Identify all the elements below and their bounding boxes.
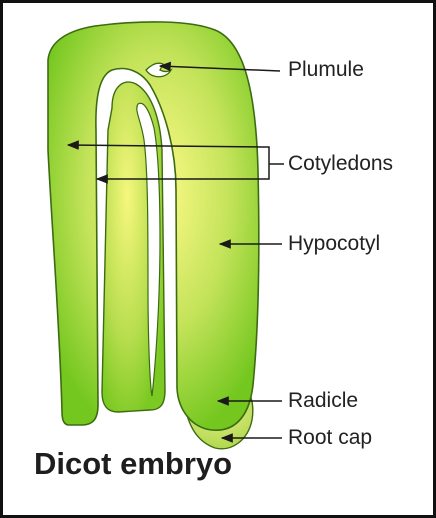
label-hypocotyl: Hypocotyl — [288, 232, 380, 256]
label-cotyledons: Cotyledons — [288, 152, 393, 176]
label-radicle: Radicle — [288, 389, 358, 413]
diagram-title: Dicot embryo — [34, 446, 232, 482]
label-root-cap: Root cap — [288, 426, 372, 450]
label-plumule: Plumule — [288, 58, 364, 82]
cotyledons-bracket — [262, 147, 269, 179]
